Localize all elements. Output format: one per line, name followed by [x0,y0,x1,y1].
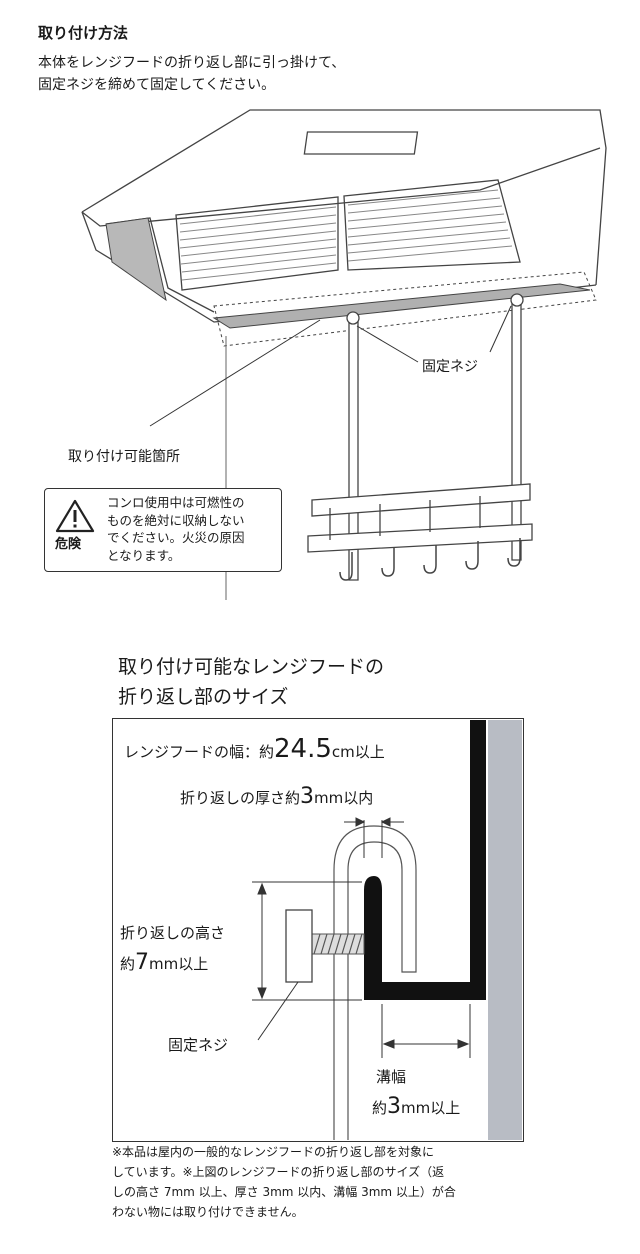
groove-prefix: 約 [372,1099,388,1117]
groove-value: 3 [387,1094,402,1119]
height-spec: 折り返しの高さ 約7mm以上 [120,918,225,979]
size-title-line-2: 折り返し部のサイズ [118,686,289,708]
size-diagram-frame [112,718,524,1142]
groove-spec: 約3mm以上 [372,1094,460,1119]
warning-text: コンロ使用中は可燃性の ものを絶対に収納しない でください。火災の原因 となりま… [107,494,277,564]
fold-size-diagram [252,720,522,1140]
thickness-spec: 折り返しの厚さ約3mm以内 [180,784,373,809]
warning-line-3: でください。火災の原因 [107,530,245,545]
warning-line-1: コンロ使用中は可燃性の [107,495,245,510]
mount-area-label: 取り付け可能箇所 [68,449,180,465]
width-value: 24.5 [274,734,332,764]
instruction-line-1: 本体をレンジフードの折り返し部に引っ掛けて、 [38,55,346,71]
thickness-prefix: 折り返しの厚さ約 [180,789,301,807]
instruction-text: 本体をレンジフードの折り返し部に引っ掛けて、 固定ネジを締めて固定してください。 [38,52,538,96]
height-suffix: mm以上 [149,955,209,973]
width-spec: レンジフードの幅：約24.5cm以上 [124,734,385,764]
diagram-screw-label: 固定ネジ [168,1036,229,1054]
size-section-title: 取り付け可能なレンジフードの 折り返し部のサイズ [118,652,384,712]
footnote: ※本品は屋内の一般的なレンジフードの折り返し部を対象に しています。※上図のレン… [112,1142,532,1222]
warning-triangle-icon [55,499,95,533]
footnote-line-1: ※本品は屋内の一般的なレンジフードの折り返し部を対象に [112,1145,435,1159]
danger-label: 危険 [55,537,82,552]
groove-suffix: mm以上 [401,1099,461,1117]
section-title: 取り付け方法 [38,24,129,42]
width-prefix: レンジフードの幅：約 [124,743,275,761]
height-prefix: 約 [120,955,136,973]
groove-label: 溝幅 [376,1068,407,1086]
range-hood-illustration [81,109,607,600]
footnote-line-2: しています。※上図のレンジフードの折り返し部のサイズ（返 [112,1165,445,1179]
height-value: 7 [135,950,150,975]
thickness-suffix: mm以内 [314,789,374,807]
thickness-value: 3 [300,784,315,809]
footnote-line-3: しの高さ 7mm 以上、厚さ 3mm 以内、溝幅 3mm 以上）が合 [112,1185,456,1199]
warning-line-4: となります。 [107,547,181,563]
width-suffix: cm以上 [331,743,385,761]
size-title-line-1: 取り付け可能なレンジフードの [118,656,385,678]
warning-box: 危険 コンロ使用中は可燃性の ものを絶対に収納しない でください。火災の原因 と… [44,488,282,572]
screw-label: 固定ネジ [422,359,478,375]
instruction-line-2: 固定ネジを締めて固定してください。 [38,77,276,93]
footnote-line-4: わない物には取り付けできません。 [112,1205,304,1219]
height-line-1: 折り返しの高さ [120,924,226,942]
warning-line-2: ものを絶対に収納しない [107,512,245,528]
